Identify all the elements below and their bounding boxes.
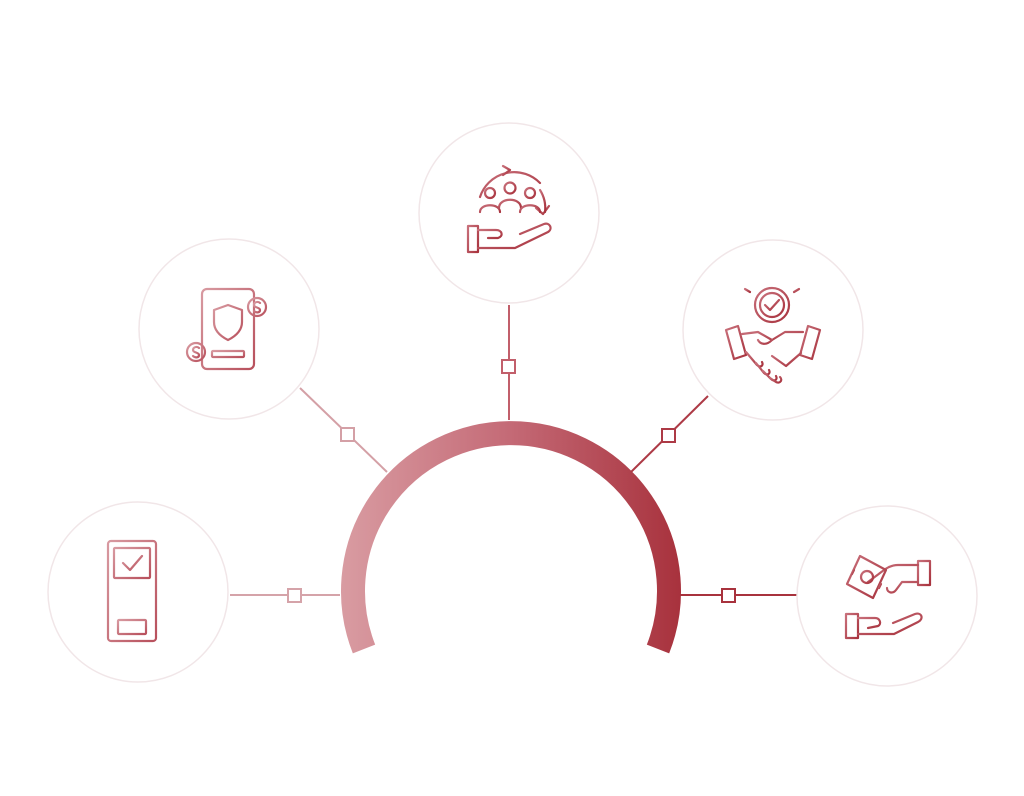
connector-pos-terminal: [230, 588, 340, 603]
connector-marker: [501, 359, 516, 374]
connector-marker: [721, 588, 736, 603]
customer-care-hand-icon: [466, 164, 552, 254]
handshake-approval-icon: [724, 279, 822, 384]
connector-marker: [287, 588, 302, 603]
connector-agreement: [630, 395, 709, 473]
node-mobile-insurance: [138, 238, 320, 420]
hub-arc: [341, 421, 681, 654]
node-pos-terminal: [47, 501, 229, 683]
connector-mobile-insurance: [299, 387, 388, 473]
node-cash-payment: [796, 505, 978, 687]
pos-terminal-icon: [106, 539, 168, 643]
connector-customer-care: [501, 305, 516, 420]
connector-marker: [340, 427, 355, 442]
connector-marker: [661, 428, 676, 443]
connector-cash-payment: [680, 588, 797, 603]
hand-to-hand-cash-icon: [844, 554, 932, 640]
node-customer-care: [418, 122, 600, 304]
node-agreement: [682, 239, 864, 421]
mobile-insurance-payment-icon: [185, 287, 268, 371]
